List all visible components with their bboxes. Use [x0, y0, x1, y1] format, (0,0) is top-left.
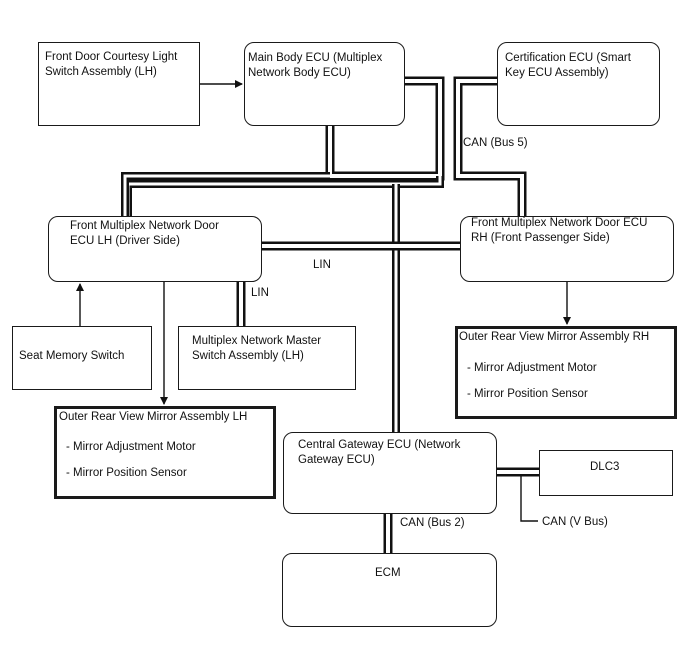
lin-main-label: LIN — [313, 259, 331, 271]
seat-memory-switch-box — [12, 326, 152, 390]
mirror-rh-item2: - Mirror Position Sensor — [467, 388, 588, 400]
mirror-lh-item1: - Mirror Adjustment Motor — [66, 441, 196, 453]
main-body-ecu-line2: Network Body ECU) — [248, 67, 351, 79]
can-bus5-outer-lh-inner — [123, 174, 330, 216]
central-gateway-box — [283, 432, 497, 514]
courtesy-switch-box — [38, 42, 200, 126]
master-switch-line2: Switch Assembly (LH) — [192, 350, 304, 362]
door-ecu-rh-line2: RH (Front Passenger Side) — [471, 232, 610, 244]
mirror-lh-item2: - Mirror Position Sensor — [66, 467, 187, 479]
main-body-ecu-box — [244, 42, 405, 126]
courtesy-switch-line1: Front Door Courtesy Light — [45, 51, 178, 63]
mirror-lh-box — [54, 406, 276, 499]
mirror-rh-item1: - Mirror Adjustment Motor — [467, 362, 597, 374]
courtesy-switch-line2: Switch Assembly (LH) — [45, 66, 157, 78]
can-bus5-label: CAN (Bus 5) — [463, 136, 528, 150]
lin-master-label: LIN — [251, 286, 269, 300]
can-bus2-label: CAN (Bus 2) — [400, 516, 465, 530]
main-body-ecu-line1: Main Body ECU (Multiplex — [248, 52, 383, 64]
mirror-lh-title: Outer Rear View Mirror Assembly LH — [59, 411, 248, 423]
central-gateway-line1: Central Gateway ECU (Network — [298, 439, 461, 451]
door-ecu-lh-box — [48, 216, 262, 282]
door-ecu-rh-line1: Front Multiplex Network Door ECU — [471, 217, 648, 229]
door-ecu-lh-line2: ECU LH (Driver Side) — [70, 235, 180, 247]
dlc3-label: DLC3 — [590, 461, 620, 473]
ecm-box — [282, 553, 497, 627]
dlc3-box — [539, 450, 673, 496]
mirror-rh-box — [455, 326, 677, 419]
central-gateway-line2: Gateway ECU) — [298, 454, 375, 466]
certification-ecu-line1: Certification ECU (Smart — [505, 52, 631, 64]
certification-ecu-line2: Key ECU Assembly) — [505, 67, 609, 79]
master-switch-box — [178, 326, 356, 390]
master-switch-line1: Multiplex Network Master — [192, 335, 322, 347]
ecm-label: ECM — [375, 567, 401, 579]
door-ecu-rh-box — [460, 216, 674, 282]
can-bus5-trunk-right-inner — [456, 79, 524, 216]
door-ecu-lh-line1: Front Multiplex Network Door — [70, 220, 219, 232]
certification-ecu-box — [497, 42, 660, 126]
can-vbus-label-leader — [520, 476, 538, 522]
mirror-rh-title: Outer Rear View Mirror Assembly RH — [459, 331, 650, 343]
seat-memory-switch-label: Seat Memory Switch — [19, 350, 125, 362]
can-vbus-label: CAN (V Bus) — [542, 515, 608, 529]
